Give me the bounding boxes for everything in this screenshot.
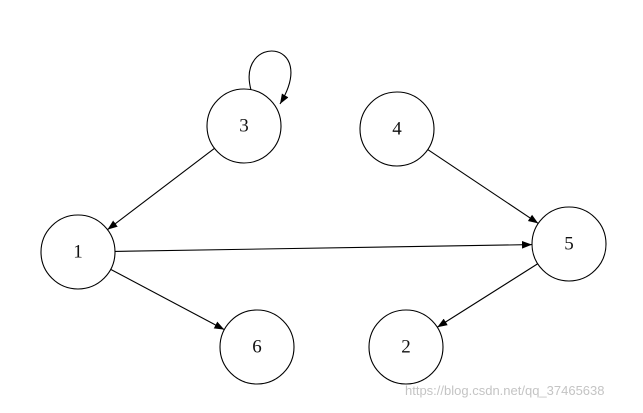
nodes: 1 2 3 4 5 6 bbox=[40, 88, 607, 385]
node-label: 4 bbox=[392, 118, 402, 139]
node-n6: 6 bbox=[219, 309, 295, 385]
node-label: 2 bbox=[401, 336, 411, 357]
node-circle bbox=[40, 214, 116, 290]
edge-n3-to-n1 bbox=[107, 147, 215, 231]
node-n2: 2 bbox=[368, 309, 444, 385]
node-n3: 3 bbox=[206, 88, 282, 164]
node-circle bbox=[359, 91, 435, 167]
node-circle bbox=[368, 309, 444, 385]
node-n1: 1 bbox=[40, 214, 116, 290]
node-label: 5 bbox=[564, 233, 574, 254]
node-n5: 5 bbox=[531, 206, 607, 282]
watermark-text: https://blog.csdn.net/qq_37465638 bbox=[405, 383, 605, 398]
edge-n3-to-n3 bbox=[248, 50, 292, 105]
node-n4: 4 bbox=[359, 91, 435, 167]
node-label: 3 bbox=[239, 115, 249, 136]
edge-n1-to-n5 bbox=[114, 240, 533, 252]
node-circle bbox=[219, 309, 295, 385]
edge-n4-to-n5 bbox=[427, 149, 539, 224]
node-label: 6 bbox=[252, 336, 262, 357]
node-circle bbox=[206, 88, 282, 164]
edge-n1-to-n6 bbox=[110, 268, 225, 331]
edges bbox=[107, 50, 539, 331]
node-circle bbox=[531, 206, 607, 282]
node-label: 1 bbox=[73, 241, 83, 262]
edge-n5-to-n2 bbox=[436, 263, 539, 328]
